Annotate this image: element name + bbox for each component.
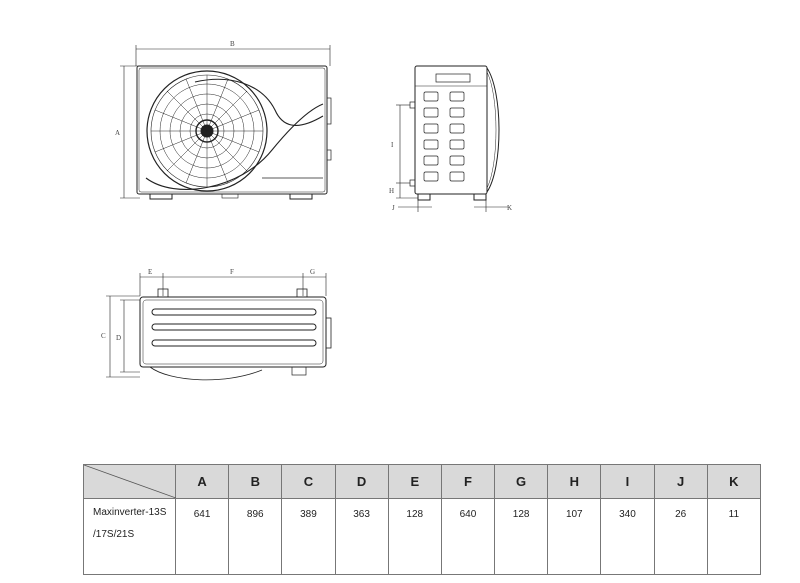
column-header: G bbox=[494, 464, 549, 499]
table-corner-cell bbox=[83, 464, 176, 499]
technical-drawing: B A I H J K bbox=[101, 40, 512, 381]
column-header: F bbox=[440, 464, 496, 499]
dim-label-f: F bbox=[230, 268, 234, 276]
dim-label-h: H bbox=[389, 187, 394, 195]
value-cell: 340 bbox=[600, 498, 655, 575]
table-header-row: A B C D E F G H I J K bbox=[83, 464, 762, 499]
column-header: K bbox=[706, 464, 762, 499]
column-header: A bbox=[174, 464, 230, 499]
value-cell: 389 bbox=[281, 498, 336, 575]
value-cell: 128 bbox=[387, 498, 442, 575]
dimension-table: A B C D E F G H I J K Maxinverter-13S /1… bbox=[83, 464, 762, 575]
model-name-line2: /17S/21S bbox=[93, 529, 135, 540]
column-header: C bbox=[281, 464, 336, 499]
column-header: H bbox=[547, 464, 602, 499]
model-cell: Maxinverter-13S /17S/21S bbox=[83, 498, 176, 575]
value-cell: 641 bbox=[174, 498, 230, 575]
dim-label-k: K bbox=[507, 204, 512, 212]
value-cell: 363 bbox=[334, 498, 389, 575]
dim-label-g: G bbox=[310, 268, 315, 276]
dim-label-b: B bbox=[230, 40, 235, 48]
dim-label-a: A bbox=[115, 129, 120, 137]
value-cell: 896 bbox=[228, 498, 283, 575]
value-cell: 26 bbox=[653, 498, 708, 575]
value-cell: 107 bbox=[547, 498, 602, 575]
table-row: Maxinverter-13S /17S/21S 641 896 389 363… bbox=[83, 498, 762, 575]
value-cell: 11 bbox=[706, 498, 762, 575]
front-view bbox=[120, 45, 332, 200]
dim-label-c: C bbox=[101, 332, 106, 340]
value-cell: 640 bbox=[440, 498, 496, 575]
column-header: J bbox=[653, 464, 708, 499]
model-name-line1: Maxinverter-13S bbox=[93, 507, 167, 518]
side-view bbox=[396, 65, 508, 212]
diagonal-divider bbox=[84, 465, 176, 498]
column-header: B bbox=[228, 464, 283, 499]
dim-label-e: E bbox=[148, 268, 152, 276]
column-header: I bbox=[600, 464, 655, 499]
value-cell: 128 bbox=[494, 498, 549, 575]
dim-label-j: J bbox=[392, 204, 395, 212]
column-header: D bbox=[334, 464, 389, 499]
dim-label-d: D bbox=[116, 334, 121, 342]
column-header: E bbox=[387, 464, 442, 499]
top-view bbox=[106, 273, 332, 381]
dim-label-i: I bbox=[391, 141, 394, 149]
